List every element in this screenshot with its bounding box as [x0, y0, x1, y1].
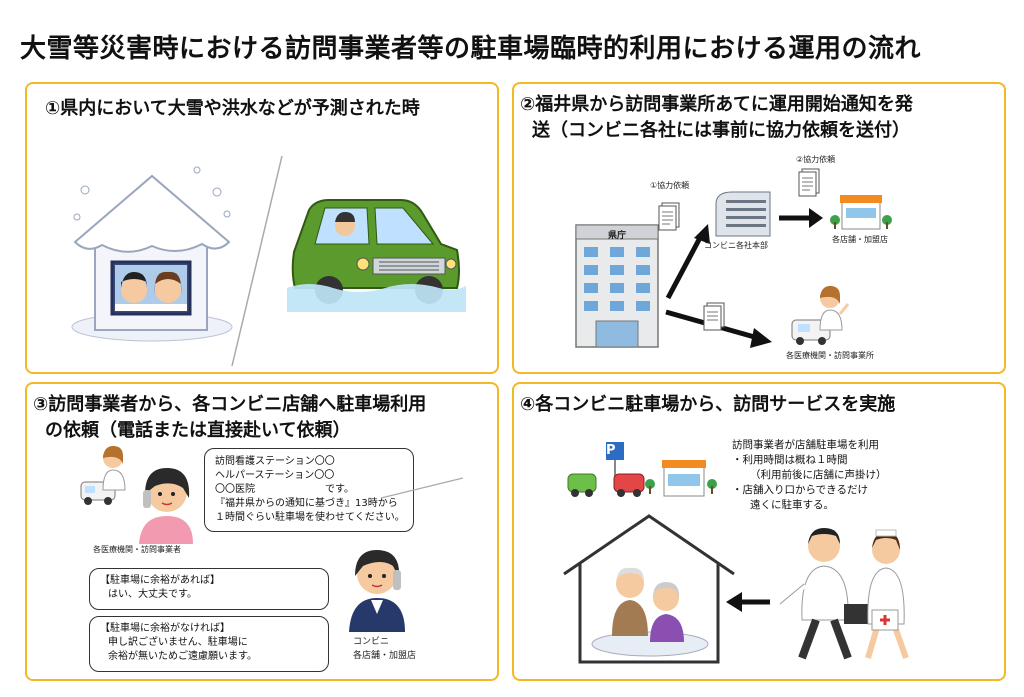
caller-on-phone-illustration	[139, 468, 193, 544]
store-label-line2: 各店舗・加盟店	[353, 651, 417, 661]
request-line: 〇〇医院 です。	[215, 484, 354, 495]
hq-label: コンビニ各社本部	[704, 241, 768, 250]
request-line: 『福井県からの通知に基づき』13時から	[215, 498, 398, 509]
panel-step-4: ④各コンビニ駐車場から、訪問サービスを実施 P 訪問事業者が店舗駐車場を利用 ・…	[512, 382, 1006, 681]
prefecture-sign: 県庁	[608, 231, 627, 241]
stores-label: 各店舗・加盟店	[832, 235, 888, 244]
document-icon-3	[703, 302, 725, 331]
note-line: 遠くに駐車する。	[750, 499, 834, 511]
panel-2-heading-line2: 送（コンビニ各社には事前に協力依頼を送付）	[532, 120, 910, 141]
arrow-to-stores	[779, 208, 823, 228]
store-label-line1: コンビニ	[353, 637, 390, 647]
doctor-and-nurse-illustration	[777, 528, 909, 660]
request-line: 訪問看護ステーション〇〇	[215, 456, 335, 467]
reply-yes-bubble: 【駐車場に余裕があれば】 はい、大丈夫です。	[89, 568, 329, 610]
doc2-label: ②協力依頼	[796, 155, 836, 164]
store-clerk-on-phone-illustration	[349, 550, 405, 632]
panel-3-heading-line2: の依頼（電話または直接赴いて依頼）	[45, 420, 351, 441]
request-line: １時間ぐらい駐車場を使わせてください。	[215, 512, 405, 523]
panel-step-2: ②福井県から訪問事業所あてに運用開始通知を発 送（コンビニ各社には事前に協力依頼…	[512, 82, 1006, 374]
reply-no-bubble: 【駐車場に余裕がなければ】 申し訳ございません、駐車場に 余裕が無いためご遠慮願…	[89, 616, 329, 672]
panel-step-3: ③訪問事業者から、各コンビニ店舗へ駐車場利用 の依頼（電話または直接赴いて依頼）…	[25, 382, 499, 681]
arrow-to-hq	[665, 224, 710, 300]
parking-lot-illustration	[567, 442, 717, 497]
home-with-elderly-couple-illustration	[563, 514, 735, 664]
panel-step-1: ①県内において大雪や洪水などが予測された時	[25, 82, 499, 374]
medical-label: 各医療機関・訪問事業所	[786, 351, 874, 360]
parking-sign: P	[606, 443, 616, 458]
note-line: （利用前後に店舗に声掛け）	[750, 469, 887, 481]
caller-label: 各医療機関・訪問事業者	[93, 545, 181, 554]
divider-line	[231, 155, 283, 367]
reply-yes-line: 【駐車場に余裕があれば】	[100, 575, 220, 586]
arrow-to-home	[726, 592, 770, 612]
note-line: 訪問事業者が店舗駐車場を利用	[732, 439, 879, 451]
nurse-and-car-illustration	[80, 446, 126, 505]
flooded-car-illustration	[287, 199, 466, 312]
doc1-label: ①協力依頼	[650, 181, 690, 190]
note-line: ・利用時間は概ね１時間	[732, 454, 848, 466]
reply-yes-line: はい、大丈夫です。	[108, 589, 197, 600]
usage-notes: 訪問事業者が店舗駐車場を利用 ・利用時間は概ね１時間 （利用前後に店舗に声掛け）…	[732, 438, 887, 513]
reply-no-line: 余裕が無いためご遠慮願います。	[108, 651, 257, 662]
reply-no-line: 【駐車場に余裕がなければ】	[100, 623, 230, 634]
panel-4-heading: ④各コンビニ駐車場から、訪問サービスを実施	[520, 394, 896, 415]
reply-no-line: 申し訳ございません、駐車場に	[108, 637, 248, 648]
divider-line	[380, 477, 464, 499]
visiting-nurse-with-car	[791, 286, 850, 345]
page-title: 大雪等災害時における訪問事業者等の駐車場臨時的利用における運用の流れ	[20, 34, 922, 64]
snowed-house-illustration	[71, 166, 233, 342]
convenience-store-icon	[830, 195, 892, 230]
panel-2-heading-line1: ②福井県から訪問事業所あてに運用開始通知を発	[520, 94, 913, 115]
prefectural-office-building	[575, 224, 659, 348]
panel-3-heading-line1: ③訪問事業者から、各コンビニ店舗へ駐車場利用	[33, 394, 427, 415]
request-speech-bubble: 訪問看護ステーション〇〇 ヘルパーステーション〇〇 〇〇医院 です。 『福井県か…	[204, 448, 414, 532]
document-icon-1	[658, 202, 680, 231]
convenience-hq-building	[715, 191, 771, 237]
note-line: ・店舗入り口からできるだけ	[732, 484, 868, 496]
request-line: ヘルパーステーション〇〇	[215, 470, 335, 481]
panel-1-heading: ①県内において大雪や洪水などが予測された時	[45, 98, 420, 119]
document-icon-2	[798, 168, 820, 197]
